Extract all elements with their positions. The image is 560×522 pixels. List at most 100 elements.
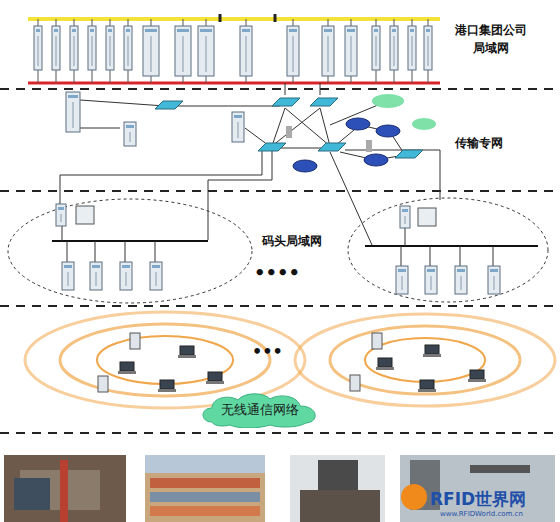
laptop-icon <box>468 379 486 382</box>
bottom-bus <box>28 82 440 85</box>
firewall-icon <box>366 140 372 152</box>
server-icon <box>124 122 136 146</box>
wireless-devices <box>98 333 486 392</box>
switch-icon <box>395 150 423 158</box>
switch-icon <box>272 98 300 106</box>
server-icon <box>106 26 114 70</box>
workstation-icon <box>418 208 436 226</box>
server-detail <box>242 29 250 32</box>
server-detail <box>54 29 58 32</box>
switch-icon <box>318 143 346 151</box>
dock-lan-boundary <box>8 199 252 303</box>
server-detail <box>58 207 64 210</box>
band-dividers <box>0 89 560 433</box>
server-detail <box>110 36 111 66</box>
band-label: 港口集团公司 局域网 <box>451 21 531 57</box>
server-icon <box>400 206 410 228</box>
dock-link <box>125 241 126 262</box>
server-icon <box>52 26 60 70</box>
wireless-rings <box>25 312 555 408</box>
server-group <box>34 19 432 83</box>
server-detail <box>206 36 207 72</box>
laptop-icon <box>418 389 436 392</box>
server-detail <box>376 36 377 66</box>
router-icon <box>346 118 370 130</box>
server-detail <box>328 36 329 72</box>
server-detail <box>246 36 247 72</box>
switch-icon <box>155 101 183 109</box>
server-icon <box>34 26 42 70</box>
server-icon <box>287 26 299 76</box>
dock-link <box>155 241 156 262</box>
band-label: RFID世界网 <box>430 488 526 511</box>
server-detail <box>126 125 134 128</box>
dock-link <box>460 246 461 266</box>
server-icon <box>488 266 500 294</box>
server-detail <box>494 276 495 290</box>
server-detail <box>90 29 94 32</box>
laptop-icon <box>423 354 441 357</box>
server-icon <box>408 26 416 70</box>
dock-link <box>67 241 68 262</box>
server-icon <box>120 262 132 290</box>
dock-devices <box>56 204 500 294</box>
server-detail <box>56 36 57 66</box>
laptop-icon <box>420 380 434 389</box>
server-detail <box>130 132 131 142</box>
server-detail <box>61 214 62 222</box>
server-detail <box>402 209 408 212</box>
dock-bus <box>365 245 538 247</box>
server-detail <box>405 216 406 224</box>
router-icon <box>376 125 400 137</box>
server-icon <box>150 262 162 290</box>
laptop-icon <box>178 355 196 358</box>
server-detail <box>427 269 435 272</box>
logo-mark <box>401 484 427 510</box>
server-icon <box>198 26 214 76</box>
port-photos <box>4 455 555 522</box>
server-detail <box>145 29 157 32</box>
band-label: 传输专网 <box>455 135 503 152</box>
server-icon <box>390 26 398 70</box>
server-detail <box>36 29 40 32</box>
server-detail <box>289 29 297 32</box>
server-detail <box>426 29 430 32</box>
network-devices <box>66 92 436 172</box>
server-detail <box>461 276 462 290</box>
dock-link <box>430 246 431 266</box>
dock-link <box>401 246 402 266</box>
laptop-icon <box>378 358 392 367</box>
server-icon <box>56 204 66 226</box>
server-detail <box>74 36 75 66</box>
access-point-icon <box>372 333 382 349</box>
switch-icon <box>310 98 338 106</box>
access-point-icon <box>350 375 360 391</box>
laptop-icon <box>206 381 224 384</box>
server-detail <box>410 29 414 32</box>
server-detail <box>92 36 93 66</box>
dock-bus <box>52 240 208 242</box>
server-detail <box>126 29 130 32</box>
server-icon <box>425 266 437 294</box>
server-detail <box>412 36 413 66</box>
band-label: www.RFIDWorld.com.cn <box>440 510 523 518</box>
server-detail <box>68 95 78 98</box>
server-detail <box>96 272 97 286</box>
dock-link <box>493 246 494 266</box>
top-bus <box>28 17 440 21</box>
server-icon <box>90 262 102 290</box>
laptop-icon <box>425 345 439 354</box>
server-detail <box>68 272 69 286</box>
server-detail <box>398 269 406 272</box>
cloud-node: 无线通信网络 <box>198 392 322 428</box>
server-detail <box>152 265 160 268</box>
node-text: 无线通信网络 <box>198 392 322 428</box>
server-detail <box>234 115 242 118</box>
server-icon <box>232 112 244 142</box>
server-detail <box>128 36 129 66</box>
server-detail <box>122 265 130 268</box>
server-detail <box>183 36 184 72</box>
laptop-icon <box>158 389 176 392</box>
